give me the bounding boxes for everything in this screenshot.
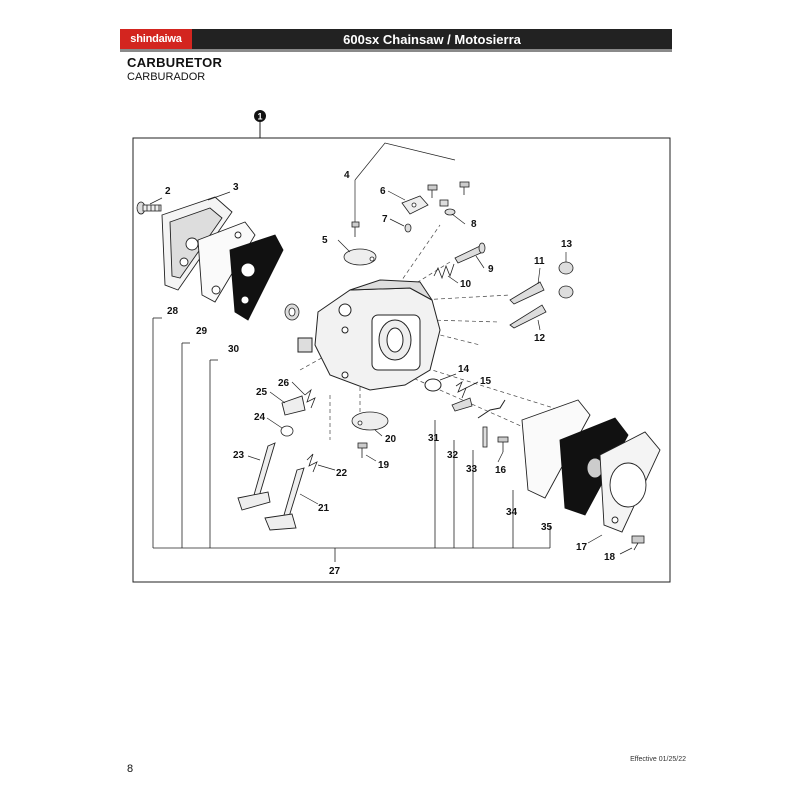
page-header-title: 600sx Chainsaw / Motosierra: [343, 31, 521, 47]
part-20-plate: [351, 411, 389, 431]
part-8-needle: [439, 199, 456, 216]
part-9-screw: [454, 242, 486, 264]
callout-27: 27: [329, 566, 341, 577]
callout-4: 4: [344, 170, 350, 181]
part-31-needle: [451, 397, 473, 412]
callout-32: 32: [447, 450, 459, 461]
diagram-frame: [132, 137, 671, 583]
callout-3: 3: [233, 182, 239, 193]
assembly-callout-badge: [254, 110, 266, 122]
callout-11: 11: [534, 256, 545, 267]
part-29-diaphragm: [229, 234, 284, 321]
section-title: CARBURETOR: [127, 55, 223, 70]
carburetor-body: [297, 279, 441, 391]
callout-17: 17: [576, 542, 588, 553]
part-21-shaft: [264, 467, 305, 531]
part-16-screw: [497, 436, 509, 452]
callout-24: 24: [254, 412, 266, 423]
part-6-lever: [401, 195, 429, 215]
callout-7: 7: [382, 214, 388, 225]
callout-35: 35: [541, 522, 553, 533]
part-22-spring: [306, 453, 318, 473]
callout-8: 8: [471, 219, 477, 230]
callout-1: 1: [257, 112, 262, 122]
part-4-screw: [351, 221, 360, 237]
callout-12: 12: [534, 333, 546, 344]
leader-lines: [149, 190, 633, 555]
part-26-spring: [304, 388, 316, 409]
part-13-caps: [558, 261, 574, 299]
callout-22: 22: [336, 468, 348, 479]
callout-23: 23: [233, 450, 245, 461]
part-3-pump-cover: [161, 196, 233, 291]
part-24-ring: [280, 425, 294, 437]
part-10-spring: [433, 263, 455, 280]
part-25-lever: [281, 395, 306, 416]
callout-26: 26: [278, 378, 290, 389]
callout-18: 18: [604, 552, 616, 563]
part-30-filter: [284, 303, 300, 321]
part-17-cover: [599, 431, 661, 533]
part-18-screw: [631, 535, 645, 551]
part-2-screw: [136, 201, 162, 215]
part-32-lever: [477, 399, 506, 419]
callout-20: 20: [385, 434, 397, 445]
callout-15: 15: [480, 376, 492, 387]
callout-31: 31: [428, 433, 440, 444]
callout-9: 9: [488, 264, 494, 275]
part-15-spring: [455, 380, 467, 399]
section-subtitle: CARBURADOR: [127, 71, 206, 83]
callout-6: 6: [380, 186, 386, 197]
callout-10: 10: [460, 279, 472, 290]
part-14-oring: [424, 378, 442, 392]
part-19-screw: [357, 442, 368, 458]
page-number: 8: [127, 763, 134, 775]
callout-25: 25: [256, 387, 268, 398]
callout-5: 5: [322, 235, 328, 246]
callout-30: 30: [228, 344, 240, 355]
part-7-pin: [404, 223, 412, 233]
callout-13: 13: [561, 239, 573, 250]
callout-34: 34: [506, 507, 518, 518]
part-11-needle: [509, 281, 545, 305]
callout-19: 19: [378, 460, 390, 471]
callout-16: 16: [495, 465, 507, 476]
callout-21: 21: [318, 503, 330, 514]
part-4-screws-top: [427, 181, 470, 198]
callout-14: 14: [458, 364, 470, 375]
callout-33: 33: [466, 464, 478, 475]
effective-date: Effective 01/25/22: [630, 756, 686, 763]
part-23-shaft: [237, 442, 276, 511]
callout-29: 29: [196, 326, 208, 337]
callout-2: 2: [165, 186, 171, 197]
callout-27-bracket: [152, 317, 551, 562]
callout-4-bracket: [354, 142, 456, 222]
header-bar: [120, 29, 672, 52]
part-5-plate: [343, 248, 377, 266]
callout-labels: 2 3 4 5 6 7 8 9 10 11 12 13 14 15 16 17 …: [165, 170, 616, 577]
part-12-needle: [509, 304, 547, 329]
callout-28: 28: [167, 306, 179, 317]
brand-logo: shindaiwa: [120, 29, 192, 49]
part-33-pin: [482, 426, 488, 448]
